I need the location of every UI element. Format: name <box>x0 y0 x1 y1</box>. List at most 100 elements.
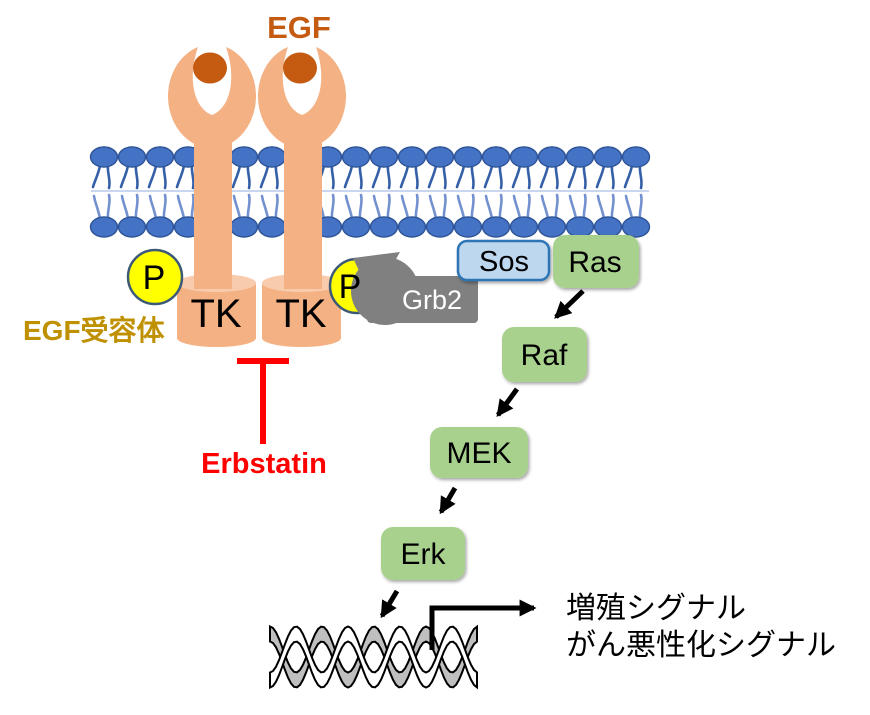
sos-label: Sos <box>479 246 529 278</box>
lipid-tail-icon <box>582 163 587 190</box>
lipid-tail-icon <box>526 163 531 190</box>
lipid-tail-icon <box>582 193 587 221</box>
lipid-tail-icon <box>484 194 494 221</box>
lipid-head-icon <box>621 146 651 168</box>
lipid-tail-icon <box>92 194 102 221</box>
lipid-tail-icon <box>358 163 363 190</box>
lipid-tail-icon <box>134 163 139 190</box>
egf-receptor-head-left <box>168 47 256 149</box>
lipid-head-icon <box>341 146 371 168</box>
lipid-head-icon <box>341 216 371 238</box>
arrow-erk-to-dna <box>379 589 400 619</box>
lipid-tail-icon <box>260 194 270 221</box>
output-text-line1: 増殖シグナル <box>566 592 746 625</box>
lipid-head-icon <box>537 216 567 238</box>
phospho-p-label: P <box>339 268 362 306</box>
lipid-head-icon <box>453 216 483 238</box>
tk-label-left: TK <box>190 292 241 336</box>
receptor-cup-icon <box>258 47 346 149</box>
lipid-tail-icon <box>371 163 382 189</box>
lipid-head-icon <box>369 146 399 168</box>
lipid-head-icon <box>565 216 595 238</box>
lipid-head-icon <box>565 146 595 168</box>
lipid-tail-icon <box>624 194 634 221</box>
lipid-head-icon <box>537 146 567 168</box>
cell-membrane-icon <box>89 146 651 238</box>
receptor-cup-icon <box>168 47 256 149</box>
lipid-head-icon <box>117 216 147 238</box>
lipid-tail-icon <box>427 163 438 189</box>
raf-box: Raf <box>502 327 587 382</box>
lipid-head-icon <box>369 216 399 238</box>
lipid-head-icon <box>145 146 175 168</box>
lipid-tail-icon <box>455 163 466 189</box>
lipid-head-icon <box>397 216 427 238</box>
phospho-p-label: P <box>143 259 166 297</box>
lipid-head-icon <box>481 146 511 168</box>
lipid-tail-icon <box>442 193 447 221</box>
lipid-tail-icon <box>386 193 391 221</box>
phospho-badge-left: P <box>126 248 184 306</box>
lipid-tail-icon <box>190 193 195 221</box>
lipid-head-icon <box>425 216 455 238</box>
lipid-tail-icon <box>554 163 559 190</box>
lipid-tail-icon <box>428 194 438 221</box>
arrow-mek-to-erk <box>438 486 458 515</box>
lipid-tail-icon <box>400 194 410 221</box>
lipid-tail-icon <box>511 163 522 189</box>
lipid-tail-icon <box>372 194 382 221</box>
lipid-tail-icon <box>91 163 102 189</box>
lipid-tail-icon <box>148 194 158 221</box>
lipid-tail-icon <box>274 193 279 221</box>
lipid-tail-icon <box>623 163 634 189</box>
mek-label: MEK <box>446 437 511 470</box>
tk-label-right: TK <box>275 292 326 336</box>
lipid-tail-icon <box>595 163 606 189</box>
lipid-tail-icon <box>259 163 270 189</box>
lipid-tail-icon <box>610 193 615 221</box>
lipid-tail-icon <box>596 194 606 221</box>
lipid-tail-icon <box>190 163 195 190</box>
lipid-head-icon <box>89 216 119 238</box>
lipid-head-icon <box>593 216 623 238</box>
mek-box: MEK <box>430 427 528 478</box>
output-text-line2: がん悪性化シグナル <box>566 629 836 662</box>
egf-ligand-icon <box>283 52 317 84</box>
lipid-tail-icon <box>343 163 354 189</box>
lipid-head-icon <box>593 146 623 168</box>
lipid-tail-icon <box>414 163 419 190</box>
arrow-raf-to-mek <box>495 387 520 418</box>
egf-ligand-icon <box>193 52 227 84</box>
dna-strand-back <box>269 624 478 689</box>
lipid-head-icon <box>397 146 427 168</box>
lipid-head-icon <box>117 146 147 168</box>
lipid-head-icon <box>509 216 539 238</box>
lipid-tail-icon <box>386 163 391 190</box>
erk-box: Erk <box>381 527 465 580</box>
grb2-body-icon <box>367 276 478 323</box>
transcription-arrow <box>429 599 537 650</box>
sos-box: Sos <box>456 239 551 282</box>
lipid-tail-icon <box>470 163 475 190</box>
lipid-tail-icon <box>120 194 130 221</box>
lipid-tail-icon <box>540 194 550 221</box>
lipid-tail-icon <box>176 194 186 221</box>
lipid-head-icon <box>621 216 651 238</box>
erbstatin-label: Erbstatin <box>201 448 327 480</box>
raf-label: Raf <box>521 339 568 372</box>
lipid-tail-icon <box>274 163 279 190</box>
arrow-ras-to-raf <box>554 289 585 319</box>
lipid-tail-icon <box>414 193 419 221</box>
lipid-tail-icon <box>638 163 643 190</box>
tk-cylinder-body <box>262 283 341 338</box>
lipid-tail-icon <box>512 194 522 221</box>
lipid-tail-icon <box>106 163 111 190</box>
dna-helix-icon <box>269 624 478 690</box>
lipid-tail-icon <box>483 163 494 189</box>
lipid-tail-icon <box>330 193 335 221</box>
lipid-tail-icon <box>344 194 354 221</box>
lipid-head-icon <box>145 216 175 238</box>
erk-label: Erk <box>401 538 447 571</box>
lipid-head-icon <box>229 216 259 238</box>
